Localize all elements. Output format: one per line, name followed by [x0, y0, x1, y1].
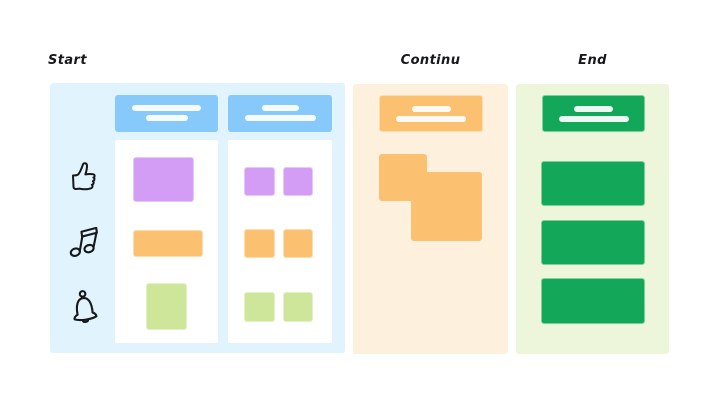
sticky-note-light-green[interactable] — [244, 292, 275, 322]
text-placeholder-line — [132, 105, 201, 111]
sticky-note-purple[interactable] — [133, 157, 194, 202]
bell-icon[interactable] — [66, 286, 102, 330]
start-column-1-body[interactable] — [115, 140, 218, 343]
sticky-note-orange[interactable] — [244, 229, 275, 258]
start-column-2-body[interactable] — [228, 140, 332, 343]
sticky-note-purple[interactable] — [283, 167, 313, 196]
start-column-1-header-card[interactable] — [115, 95, 218, 132]
section-label-continue: Continu — [400, 53, 461, 68]
sticky-note-orange[interactable] — [411, 172, 482, 241]
continue-section-panel[interactable] — [353, 84, 508, 354]
end-section-panel[interactable] — [516, 84, 669, 354]
sticky-note-orange[interactable] — [133, 230, 203, 257]
thumbs-up-icon[interactable] — [66, 157, 102, 195]
sticky-note-green[interactable] — [541, 161, 645, 206]
continue-header-card[interactable] — [379, 95, 483, 132]
sticky-note-green[interactable] — [541, 278, 645, 324]
section-label-start: Start — [48, 53, 87, 68]
start-section-panel[interactable] — [50, 83, 345, 353]
sticky-note-green[interactable] — [541, 220, 645, 265]
text-placeholder-line — [574, 106, 613, 112]
text-placeholder-line — [411, 106, 451, 112]
text-placeholder-line — [244, 115, 316, 121]
music-note-icon[interactable] — [66, 222, 102, 260]
end-header-card[interactable] — [542, 95, 645, 132]
sticky-note-light-green[interactable] — [146, 283, 187, 330]
text-placeholder-line — [145, 115, 188, 121]
sticky-note-orange[interactable] — [283, 229, 313, 258]
text-placeholder-line — [396, 116, 466, 122]
sticky-note-purple[interactable] — [244, 167, 275, 196]
start-column-2-header-card[interactable] — [228, 95, 332, 132]
text-placeholder-line — [261, 105, 299, 111]
sticky-note-light-green[interactable] — [283, 292, 313, 322]
section-label-end: End — [578, 53, 607, 68]
text-placeholder-line — [558, 116, 629, 122]
